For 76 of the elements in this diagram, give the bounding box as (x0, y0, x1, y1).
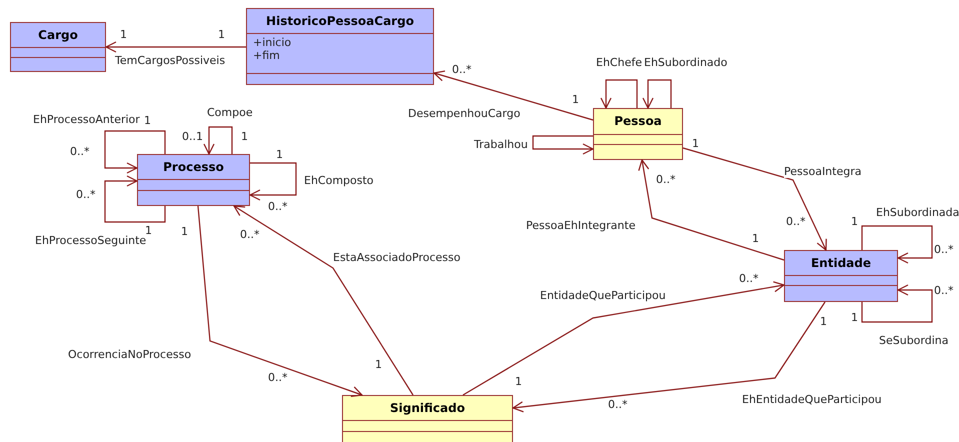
multiplicity-label: 0..* (70, 146, 90, 158)
multiplicity-label: 1 (276, 149, 283, 161)
multiplicity-label: 1 (375, 359, 382, 371)
edge-label: EhComposto (304, 175, 374, 187)
association-arrow (861, 225, 933, 264)
attribute-text: +inicio (253, 36, 292, 49)
multiplicity-label: 1 (851, 216, 858, 228)
multiplicity-label: 1 (692, 138, 699, 150)
edge-label: PessoaEhIntegrante (526, 220, 636, 232)
multiplicity-label: 0..* (934, 285, 954, 297)
edge-label: EhSubordinado (644, 57, 728, 69)
association-arrow (512, 302, 826, 412)
multiplicity-label: 1 (144, 115, 151, 127)
edge-label: Trabalhou (474, 139, 528, 151)
association-arrow (642, 79, 672, 109)
association-arrow (249, 162, 297, 201)
attribute-text: +fim (253, 49, 280, 62)
multiplicity-label: 0..* (452, 64, 472, 76)
class-box (784, 250, 898, 302)
association-arrow (104, 130, 166, 174)
association-arrow (682, 147, 827, 251)
edge-label: PessoaIntegra (784, 166, 862, 178)
edge-label: SeSubordina (879, 335, 948, 347)
class-name: Pessoa (613, 113, 663, 130)
multiplicity-label: 0..* (934, 244, 954, 256)
multiplicity-label: 1 (515, 376, 522, 388)
association-arrow (462, 281, 785, 396)
association-arrow (638, 159, 784, 261)
class-box (246, 8, 434, 85)
multiplicity-label: 0..* (240, 229, 260, 241)
multiplicity-label: 1 (145, 225, 152, 237)
association-arrow (197, 206, 363, 397)
multiplicity-label: 0..* (656, 174, 676, 186)
edge-label: EhEntidadeQueParticipou (742, 394, 882, 406)
multiplicity-label: 1 (851, 312, 858, 324)
multiplicity-label: 0..* (786, 216, 806, 228)
edge-label: EhSubordinada (876, 207, 959, 219)
edge-label: OcorrenciaNoProcesso (68, 349, 192, 361)
class-box (593, 108, 683, 160)
edge-label: DesempenhouCargo (408, 108, 520, 120)
association-arrow (861, 284, 933, 323)
edge-label: EhChefe (596, 57, 642, 69)
association-arrow (104, 175, 166, 223)
multiplicity-label: 1 (241, 131, 248, 143)
multiplicity-label: 1 (820, 316, 827, 328)
edge-label: EntidadeQueParticipou (540, 290, 666, 302)
multiplicity-label: 0..* (268, 372, 288, 384)
edge-label: EhProcessoAnterior (33, 114, 140, 126)
class-name: Entidade (810, 255, 872, 272)
class-box (10, 22, 106, 72)
edge-label: EstaAssociadoProcesso (333, 252, 460, 264)
association-arrow (600, 79, 638, 109)
association-arrow (233, 205, 414, 396)
class-name: HistoricoPessoaCargo (265, 13, 415, 30)
association-arrow (532, 135, 594, 155)
multiplicity-label: 1 (218, 29, 225, 41)
multiplicity-label: 0..* (739, 273, 758, 285)
multiplicity-label: 1 (572, 94, 579, 106)
multiplicity-label: 1 (120, 29, 127, 41)
class-name: Significado (389, 400, 466, 417)
edge-label: Compoe (207, 107, 253, 119)
edge-label: TemCargosPossiveis (115, 55, 226, 67)
multiplicity-label: 1 (752, 233, 759, 245)
association-arrow (433, 70, 594, 121)
multiplicity-label: 0..* (268, 201, 288, 213)
association-arrow (105, 41, 246, 53)
class-name: Processo (162, 159, 225, 176)
multiplicity-label: 1 (181, 226, 188, 238)
multiplicity-label: 0..* (76, 189, 96, 201)
multiplicity-label: 0..1 (182, 131, 203, 143)
association-arrow (203, 126, 233, 155)
edge-label: EhProcessoSeguinte (35, 235, 146, 247)
multiplicity-label: 0..* (608, 399, 628, 411)
class-box (137, 154, 250, 206)
class-box (342, 395, 513, 442)
class-name: Cargo (37, 27, 79, 44)
